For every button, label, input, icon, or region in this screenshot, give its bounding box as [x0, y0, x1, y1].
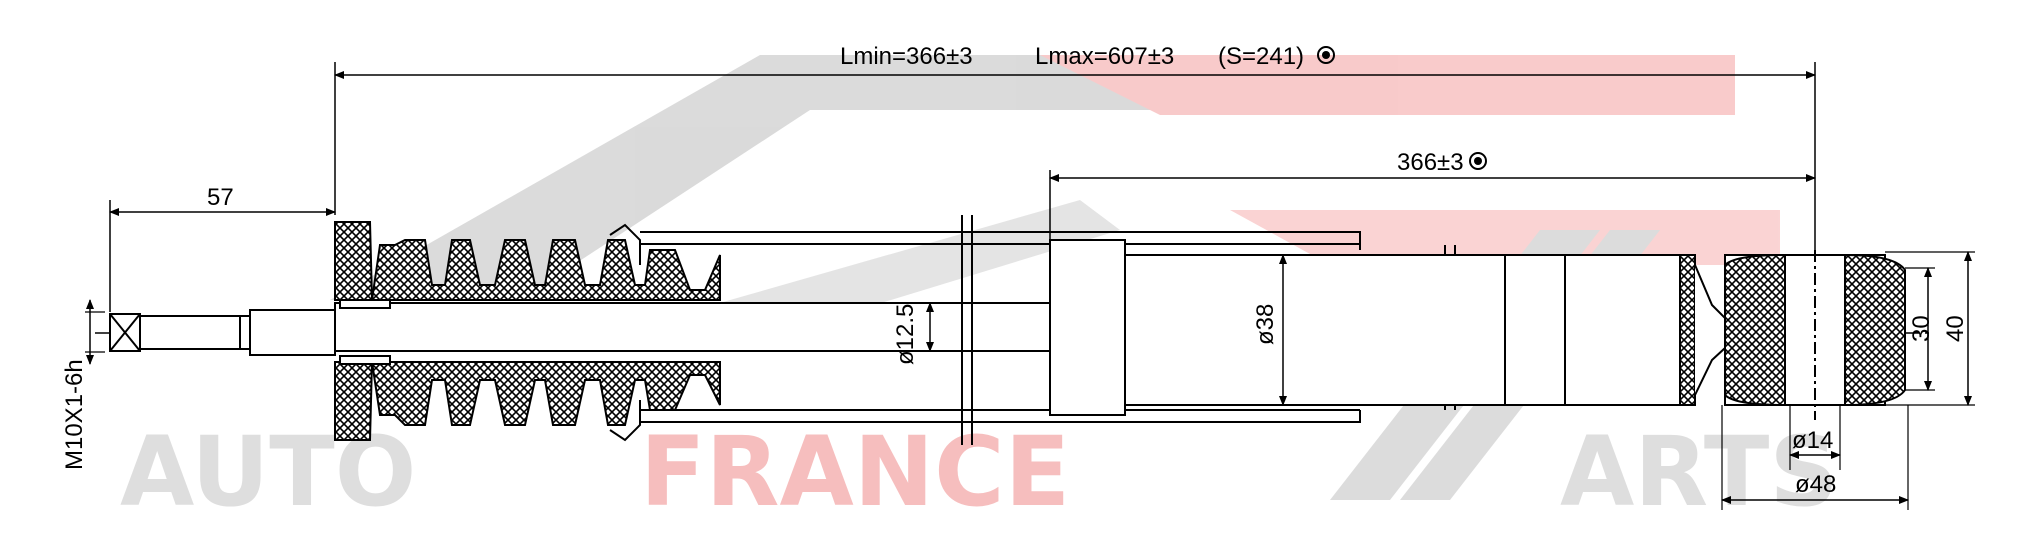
stroke-label: (S=241) — [1218, 43, 1304, 70]
body-length-label: 366±3 — [1397, 149, 1464, 176]
rod-diameter-dimension: ø12.5 — [892, 302, 934, 365]
main-tube — [1049, 239, 1726, 416]
measurement-symbol-icon — [1317, 46, 1335, 64]
rod-length-label: 57 — [207, 184, 234, 211]
eye-bushing — [1724, 250, 1906, 420]
watermark-logo-grey — [330, 55, 1340, 300]
measurement-symbol-icon — [1469, 152, 1487, 170]
tube-diameter-label: ø38 — [1252, 304, 1279, 345]
thread-dimension: M10X1-6h — [61, 299, 105, 470]
eye-outer-label: 40 — [1942, 315, 1969, 342]
watermark-word-arts: ARTS — [1560, 416, 1839, 528]
rod-length-dimension: 57 — [109, 184, 336, 312]
body-length-dimension: 366±3 — [1049, 149, 1816, 240]
thread-label: M10X1-6h — [61, 359, 88, 470]
eye-inner-label: 30 — [1908, 315, 1935, 342]
rod-diameter-label: ø12.5 — [892, 304, 919, 365]
eye-height-dimensions: 30 40 — [1885, 251, 1975, 406]
lmin-label: Lmin=366±3 — [840, 43, 973, 70]
watermark-logo-red — [1040, 55, 1735, 115]
piston-rod — [334, 302, 1120, 352]
watermark-word-france: FRANCE — [640, 416, 1070, 528]
threaded-stud — [109, 309, 336, 356]
eye-width-label: ø48 — [1795, 471, 1836, 498]
overall-dimension: Lmin=366±3 Lmax=607±3 (S=241) — [334, 43, 1816, 250]
bump-stop-bellows — [334, 221, 721, 441]
lmax-label: Lmax=607±3 — [1035, 43, 1174, 70]
watermark-word-auto: AUTO — [120, 416, 416, 528]
bolt-diameter-label: ø14 — [1792, 427, 1833, 454]
tube-diameter-dimension: ø38 — [1252, 254, 1287, 406]
eye-width-dimensions: ø14 ø48 — [1721, 405, 1909, 510]
dust-cap — [609, 223, 1361, 442]
